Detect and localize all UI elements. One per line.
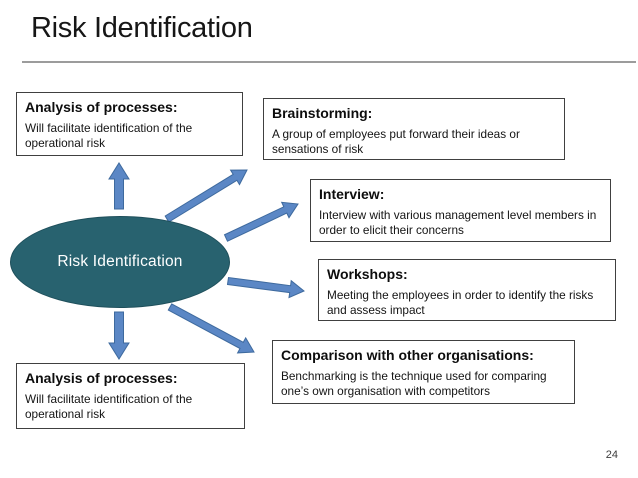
- box-interview-heading: Interview:: [319, 186, 385, 202]
- box-interview: Interview: Interview with various manage…: [310, 179, 611, 242]
- arrow-analysis-bottom: [108, 311, 130, 360]
- box-brainstorming-heading: Brainstorming:: [272, 105, 373, 121]
- slide-title: Risk Identification: [31, 12, 253, 44]
- arrow-analysis-top: [108, 162, 130, 210]
- arrow-comparison: [167, 303, 255, 354]
- box-analysis-top: Analysis of processes: Will facilitate i…: [16, 92, 243, 156]
- box-brainstorming: Brainstorming: A group of employees put …: [263, 98, 565, 160]
- risk-identification-ellipse: Risk Identification: [10, 216, 230, 308]
- box-comparison-heading: Comparison with other organisations:: [281, 347, 534, 363]
- arrow-workshops: [226, 276, 305, 299]
- box-comparison-body: Benchmarking is the technique used for c…: [281, 368, 547, 398]
- box-analysis-top-heading: Analysis of processes:: [25, 99, 178, 115]
- box-analysis-bottom: Analysis of processes: Will facilitate i…: [16, 363, 245, 429]
- box-workshops-heading: Workshops:: [327, 266, 408, 282]
- box-comparison: Comparison with other organisations: Ben…: [272, 340, 575, 404]
- risk-identification-label: Risk Identification: [57, 253, 183, 270]
- arrow-interview: [223, 201, 299, 242]
- box-analysis-top-body: Will facilitate identification of the op…: [25, 120, 193, 150]
- box-workshops-body: Meeting the employees in order to identi…: [327, 287, 594, 317]
- arrow-brainstorming: [164, 169, 248, 223]
- box-analysis-bottom-heading: Analysis of processes:: [25, 370, 178, 386]
- title-divider: [22, 61, 636, 63]
- box-interview-body: Interview with various management level …: [319, 207, 597, 237]
- box-brainstorming-body: A group of employees put forward their i…: [272, 126, 520, 156]
- page-number: 24: [605, 449, 618, 461]
- box-workshops: Workshops: Meeting the employees in orde…: [318, 259, 616, 321]
- box-analysis-bottom-body: Will facilitate identification of the op…: [25, 391, 193, 421]
